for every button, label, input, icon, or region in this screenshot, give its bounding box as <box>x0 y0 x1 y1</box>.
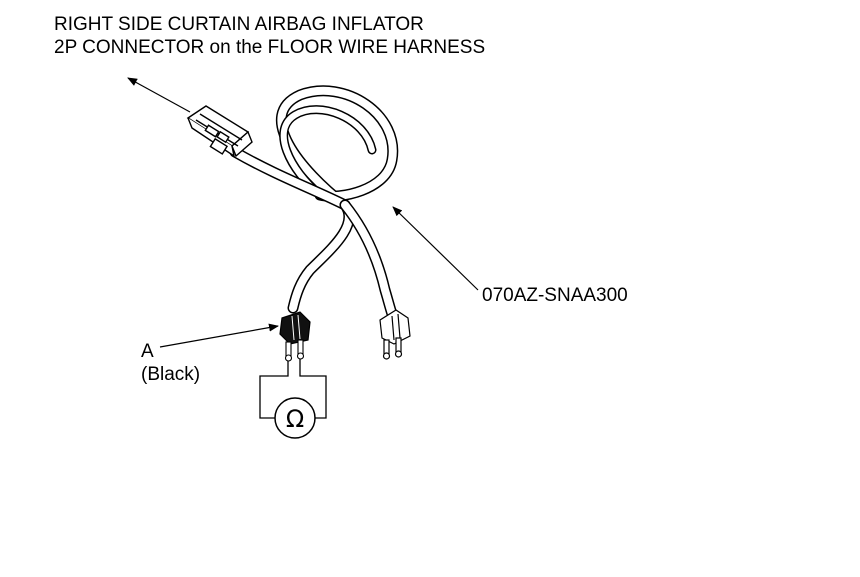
ohmmeter-leads <box>259 359 327 419</box>
inflator-2p-connector <box>186 105 253 158</box>
part-number-leader-arrow <box>392 206 479 291</box>
inflator-connector-title-line2: 2P CONNECTOR on the FLOOR WIRE HARNESS <box>54 37 486 58</box>
connector-a-label: A <box>141 341 154 362</box>
connector-white <box>379 309 411 360</box>
connector-a-leader-arrow <box>159 323 279 348</box>
connector-a-black <box>279 311 311 362</box>
harness-cable <box>229 85 399 320</box>
harness-part-number: 070AZ-SNAA300 <box>482 285 628 306</box>
connector-a-color-label: (Black) <box>141 364 201 385</box>
ohmmeter-symbol: Ω <box>286 405 304 433</box>
ohmmeter-icon <box>274 397 316 439</box>
inflator-leader-arrow <box>127 77 191 113</box>
inflator-connector-title-line1: RIGHT SIDE CURTAIN AIRBAG INFLATOR <box>54 14 424 35</box>
